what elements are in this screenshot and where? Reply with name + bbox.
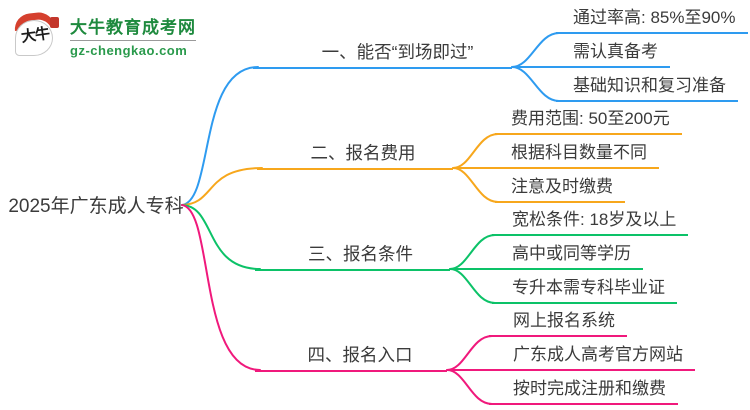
fork-curve — [449, 268, 496, 304]
branch-curve — [181, 204, 261, 371]
child-node[interactable]: 需认真备考 — [512, 39, 670, 68]
branch-curve — [181, 167, 263, 206]
child-node[interactable]: 基础知识和复习准备 — [556, 73, 738, 102]
child-node[interactable]: 按时完成注册和缴费 — [489, 376, 678, 405]
child-node[interactable]: 根据科目数量不同 — [453, 140, 659, 169]
fork-curve — [446, 369, 493, 405]
site-logo[interactable]: 大牛 大牛教育成考网 gz-chengkao.com — [12, 10, 196, 59]
child-node[interactable]: 网上报名系统 — [489, 308, 627, 337]
child-node[interactable]: 费用范围: 50至200元 — [495, 106, 682, 135]
bull-speech-bubble-icon: 大牛 — [12, 10, 62, 59]
child-node[interactable]: 注意及时缴费 — [495, 174, 625, 203]
child-node[interactable]: 宽松条件: 18岁及以上 — [492, 207, 689, 236]
child-node[interactable]: 广东成人高考官方网站 — [447, 342, 695, 371]
root-topic-node[interactable]: 2025年广东成人专科 — [8, 196, 184, 217]
branch-2-label-node[interactable]: 二、报名费用 — [257, 140, 453, 170]
logo-domain: gz-chengkao.com — [70, 42, 188, 58]
child-node[interactable]: 专升本需专科毕业证 — [492, 275, 677, 304]
logo-text-block: 大牛教育成考网 gz-chengkao.com — [70, 13, 196, 58]
branch-curve — [181, 204, 261, 270]
speech-bubble — [15, 20, 53, 56]
branch-curve — [181, 66, 259, 206]
branch-3-label-node[interactable]: 三、报名条件 — [255, 241, 450, 271]
branch-1-label-node[interactable]: 一、能否“到场即过” — [253, 39, 512, 69]
red-seal-icon — [50, 17, 59, 28]
fork-curve — [452, 167, 499, 203]
logo-divider — [70, 39, 196, 41]
fork-curve — [511, 66, 560, 102]
logo-title: 大牛教育成考网 — [70, 17, 196, 37]
branch-4-label-node[interactable]: 四、报名入口 — [255, 342, 447, 372]
child-node[interactable]: 通过率高: 85%至90% — [556, 5, 748, 34]
child-node[interactable]: 高中或同等学历 — [450, 241, 643, 270]
